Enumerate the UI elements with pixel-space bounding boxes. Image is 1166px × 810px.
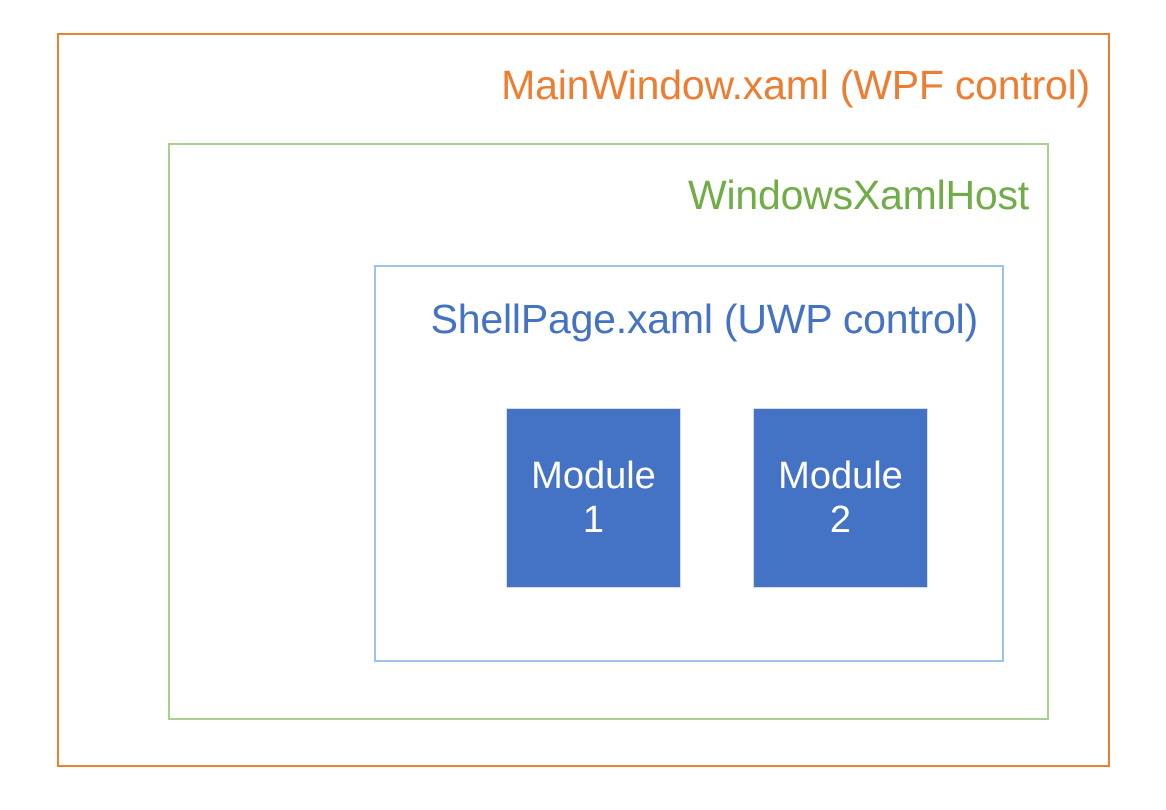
module-box-1: Module 1 (506, 408, 681, 588)
layer-shellpage-label: ShellPage.xaml (UWP control) (430, 296, 979, 342)
layer-windowsxamlhost: WindowsXamlHost ShellPage.xaml (UWP cont… (168, 143, 1049, 720)
module-1-name: Module (531, 454, 656, 497)
layer-windowsxamlhost-label: WindowsXamlHost (687, 172, 1029, 218)
layer-shellpage-uwp: ShellPage.xaml (UWP control) Module 1 Mo… (374, 265, 1004, 662)
layer-mainwindow-label: MainWindow.xaml (WPF control) (501, 62, 1090, 108)
module-1-number: 1 (582, 499, 605, 541)
module-2-name: Module (778, 454, 903, 497)
layer-mainwindow-wpf: MainWindow.xaml (WPF control) WindowsXam… (57, 33, 1110, 767)
module-box-2: Module 2 (753, 408, 928, 588)
module-row: Module 1 Module 2 (376, 408, 1002, 588)
module-2-number: 2 (829, 499, 852, 541)
